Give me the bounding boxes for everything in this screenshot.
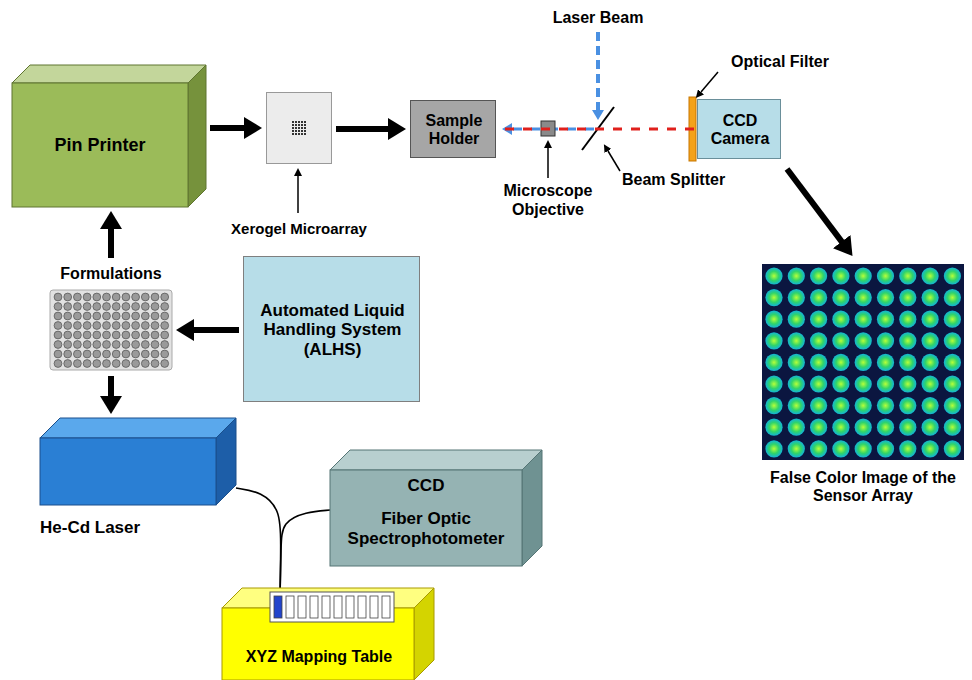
- text-slot: Sample Holder: [411, 101, 497, 159]
- component-label: Laser Beam: [548, 8, 648, 27]
- flow-arrow: [787, 169, 842, 242]
- flow-arrow: [108, 228, 114, 258]
- plate-wells: [54, 293, 169, 367]
- label-text: Beam Splitter: [622, 171, 725, 188]
- node-label: Fiber Optic Spectrophotometer: [340, 509, 512, 548]
- flow-arrow: [210, 125, 245, 131]
- leader-line: [608, 151, 620, 171]
- label-text: Microscope Objective: [504, 182, 593, 218]
- text-slot: Pin Printer: [12, 83, 188, 207]
- plate-outline: [50, 290, 172, 370]
- label-text: Optical Filter: [731, 53, 829, 70]
- spot-grid-icon: [292, 121, 306, 135]
- node-label: Automated Liquid Handling System (ALHS): [252, 301, 413, 360]
- node-label: He-Cd Laser: [40, 518, 140, 538]
- node-shape: [330, 450, 542, 566]
- false-color-array: [762, 264, 964, 460]
- optical-fiber: [280, 510, 330, 598]
- cuvette-rack: [270, 592, 394, 622]
- text-slot: Xerogel Microarray: [226, 216, 372, 242]
- text-slot: He-Cd Laser: [40, 515, 210, 541]
- node-label: False Color Image of the Sensor Array: [758, 469, 968, 506]
- box-side-face: [188, 65, 206, 207]
- text-slot: Fiber Optic Spectrophotometer: [340, 497, 512, 561]
- node-label: CCD Camera: [698, 112, 782, 149]
- sample-holder-box: Sample Holder: [410, 100, 496, 158]
- label-text: Laser Beam: [553, 9, 644, 26]
- printer-box: Pin Printer: [12, 65, 206, 207]
- node-label: Pin Printer: [54, 135, 145, 156]
- slide-outline: [267, 93, 332, 164]
- leader-line: [547, 148, 549, 178]
- node-shape: [222, 588, 434, 680]
- box-front-face: [12, 83, 188, 207]
- mapping-table: XYZ Mapping Table: [222, 588, 434, 680]
- node-label: Formulations: [60, 265, 161, 283]
- box-front-face: [40, 438, 216, 505]
- node-label: Sample Holder: [411, 112, 497, 149]
- leader-line: [701, 72, 718, 92]
- emission-ray: [496, 128, 697, 131]
- well-plate: Formulations: [50, 262, 172, 372]
- laser-box: He-Cd Laser: [40, 418, 236, 543]
- box-top-face: [40, 418, 236, 438]
- box-side-face: [216, 418, 236, 505]
- box-top-face: [330, 450, 542, 470]
- sensor-image: False Color Image of the Sensor Array: [758, 264, 968, 510]
- node-label: Xerogel Microarray: [231, 220, 367, 237]
- text-slot: False Color Image of the Sensor Array: [758, 464, 968, 510]
- text-slot: Automated Liquid Handling System (ALHS): [252, 257, 413, 403]
- flow-arrow: [108, 376, 114, 397]
- node-shape: [266, 92, 332, 164]
- node-label: CCD: [408, 476, 445, 496]
- camera-box: CCD Camera: [697, 99, 781, 159]
- flow-arrow: [336, 126, 389, 132]
- text-slot: CCD: [330, 475, 522, 497]
- microarray-slide: Xerogel Microarray: [266, 92, 332, 164]
- spectrometer-box: CCD Fiber Optic Spectrophotometer: [330, 450, 542, 566]
- box-top-face: [12, 65, 206, 83]
- component-label: Optical Filter: [722, 52, 838, 71]
- component-label: Microscope Objective: [493, 181, 603, 219]
- box-side-face: [414, 588, 434, 680]
- laser-beam: [596, 32, 600, 110]
- optical-fiber: [236, 488, 281, 598]
- flow-arrow: [193, 327, 239, 333]
- text-slot: CCD Camera: [698, 100, 782, 160]
- handler-box: Automated Liquid Handling System (ALHS): [243, 256, 420, 402]
- box-side-face: [522, 450, 542, 566]
- component-label: Beam Splitter: [622, 170, 742, 189]
- node-label: XYZ Mapping Table: [246, 648, 392, 666]
- text-slot: Formulations: [40, 262, 182, 286]
- leader-line: [297, 176, 299, 213]
- box-front-face: [330, 470, 522, 566]
- text-slot: XYZ Mapping Table: [222, 638, 416, 676]
